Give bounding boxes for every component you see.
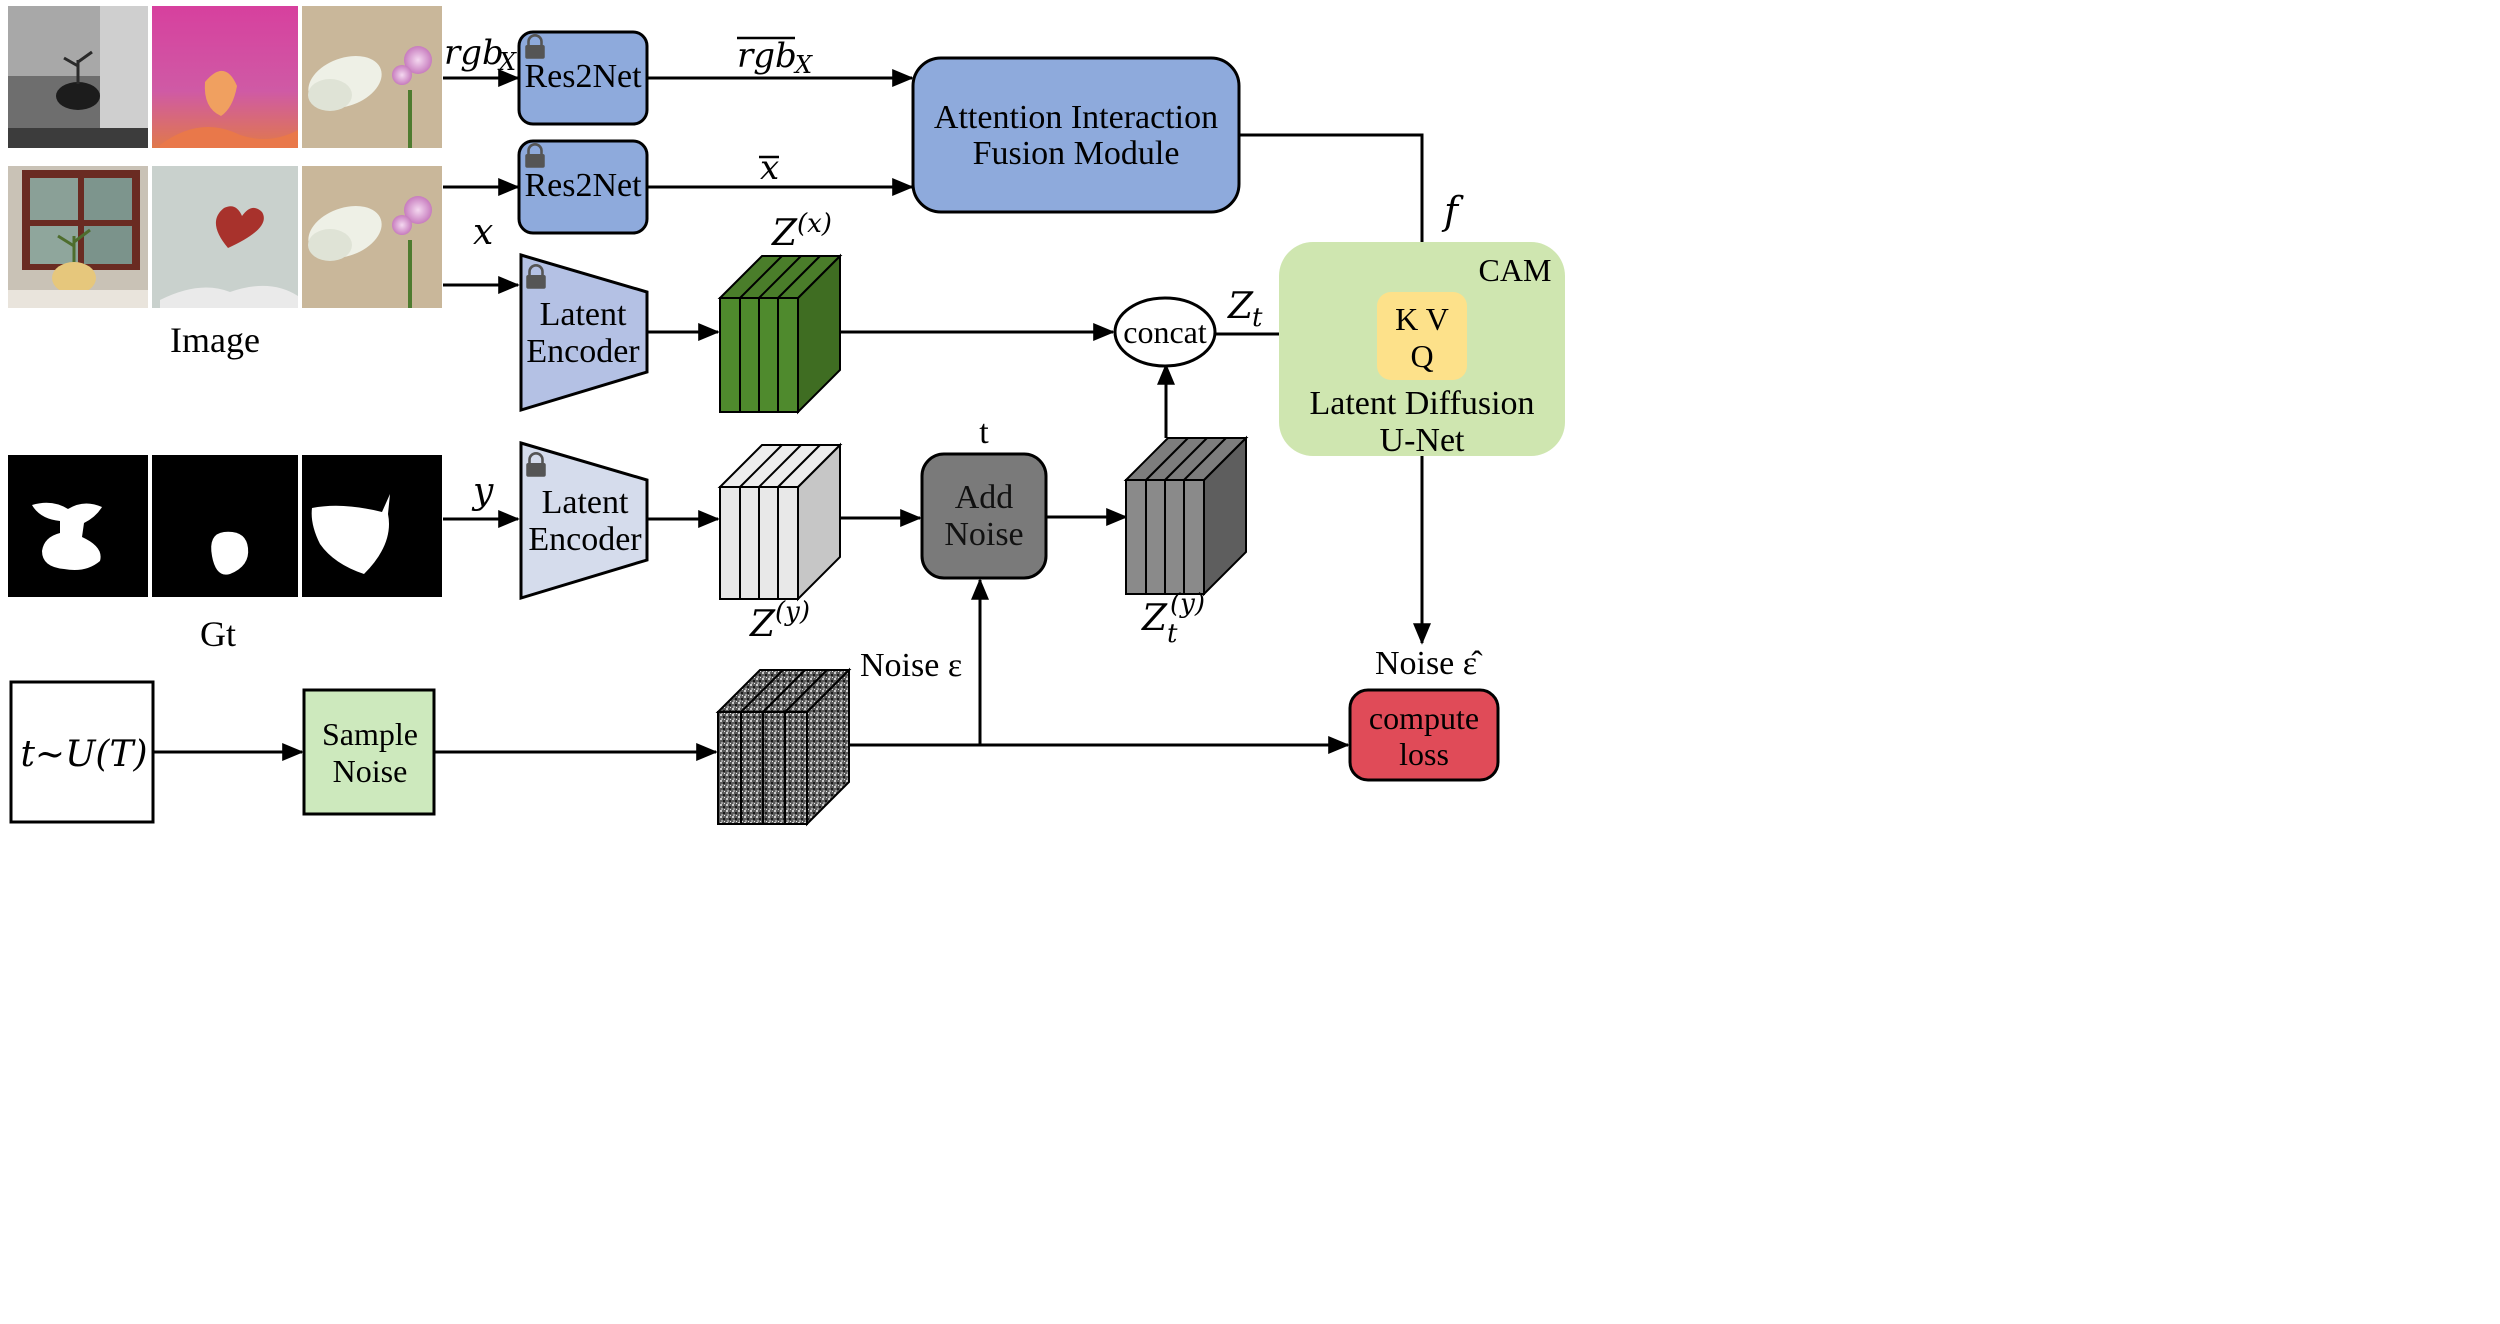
svg-text:Z: Z (771, 213, 798, 254)
svg-text:Encoder: Encoder (528, 521, 642, 558)
latent-zx-stack (717, 253, 843, 415)
svg-text:Fusion Module: Fusion Module (973, 135, 1180, 172)
svg-text:Encoder: Encoder (526, 333, 640, 370)
thumb-plant-window (8, 166, 148, 308)
compute-loss-box: compute loss (1348, 688, 1500, 782)
svg-text:t~U(T): t~U(T) (20, 734, 147, 775)
svg-text:X: X (497, 48, 517, 76)
svg-text:(y): (y) (775, 597, 810, 627)
svg-text:Latent: Latent (542, 484, 629, 521)
svg-text:(x): (x) (797, 209, 832, 239)
t-label: t (979, 414, 989, 451)
svg-text:concat: concat (1123, 314, 1207, 350)
noise-hat-label: Noise ε̂ (1375, 645, 1483, 682)
svg-text:CAM: CAM (1479, 252, 1552, 288)
rgb-image-row-1 (8, 6, 442, 148)
svg-text:t: t (1167, 619, 1178, 649)
concat-node: concat (1113, 296, 1217, 368)
y-label: y (471, 471, 494, 512)
svg-text:Z: Z (1141, 598, 1168, 639)
arrow-aifm-to-kv (1239, 133, 1431, 294)
rgb-x-label: rgb X (444, 33, 517, 76)
gt-label: Gt (200, 614, 236, 654)
thumb-heart (152, 166, 298, 308)
res2net-box-1: Res2Net (517, 30, 649, 126)
noise-epsilon-stack (715, 667, 852, 827)
attention-interaction-fusion-module: Attention Interaction Fusion Module (911, 56, 1241, 214)
svg-text:Latent Diffusion: Latent Diffusion (1309, 385, 1534, 422)
zx-label: Z (x) (771, 209, 832, 254)
latent-zty-stack (1123, 435, 1249, 597)
svg-text:Attention Interaction: Attention Interaction (934, 99, 1218, 136)
svg-text:U-Net: U-Net (1380, 422, 1466, 459)
svg-text:Q: Q (1410, 338, 1433, 374)
svg-text:rgb: rgb (737, 36, 797, 76)
svg-text:X: X (793, 51, 813, 79)
svg-text:Z: Z (749, 604, 776, 645)
x-label: x (473, 212, 493, 253)
latent-encoder-x: Latent Encoder (519, 252, 649, 413)
res2net-box-2: Res2Net (517, 139, 649, 235)
latent-encoder-y: Latent Encoder (519, 440, 649, 601)
thumb-butterfly-2 (302, 166, 442, 308)
cam-unet-block: CAM K V Q Latent Diffusion U-Net (1279, 242, 1565, 459)
svg-text:Res2Net: Res2Net (524, 167, 642, 204)
add-noise-box: Add Noise (920, 452, 1048, 580)
svg-text:K V: K V (1395, 301, 1449, 337)
svg-text:t: t (1252, 303, 1263, 333)
svg-text:Z: Z (1227, 286, 1254, 327)
zy-label: Z (y) (749, 597, 810, 645)
svg-text:Sample: Sample (322, 716, 418, 752)
thumb-thermal (152, 6, 298, 148)
svg-text:loss: loss (1399, 736, 1449, 772)
latent-zy-stack (717, 442, 843, 602)
svg-text:Res2Net: Res2Net (524, 58, 642, 95)
t-uniform-box: t~U(T) (9, 680, 155, 824)
svg-text:compute: compute (1369, 700, 1479, 736)
svg-text:Noise: Noise (944, 516, 1023, 553)
svg-text:Noise: Noise (333, 753, 408, 789)
x-bar-label: x (759, 148, 779, 188)
zt-label: Z t (1227, 286, 1263, 333)
x-image-row-2 (8, 166, 442, 308)
svg-text:x: x (760, 148, 779, 188)
f-label: f (1441, 189, 1464, 233)
thumb-butterfly (302, 6, 442, 148)
rgb-bar-label: rgb X (737, 36, 813, 79)
image-label: Image (170, 320, 260, 360)
sample-noise-box: Sample Noise (302, 688, 436, 816)
noise-eps-label: Noise ε (860, 647, 962, 684)
thumb-plant-gray (8, 6, 148, 148)
svg-text:(y): (y) (1170, 589, 1205, 619)
svg-text:Latent: Latent (540, 296, 627, 333)
gt-masks (8, 455, 442, 597)
svg-text:Add: Add (955, 479, 1014, 516)
svg-text:rgb: rgb (444, 33, 504, 73)
zty-label: Z (y) t (1141, 589, 1205, 649)
